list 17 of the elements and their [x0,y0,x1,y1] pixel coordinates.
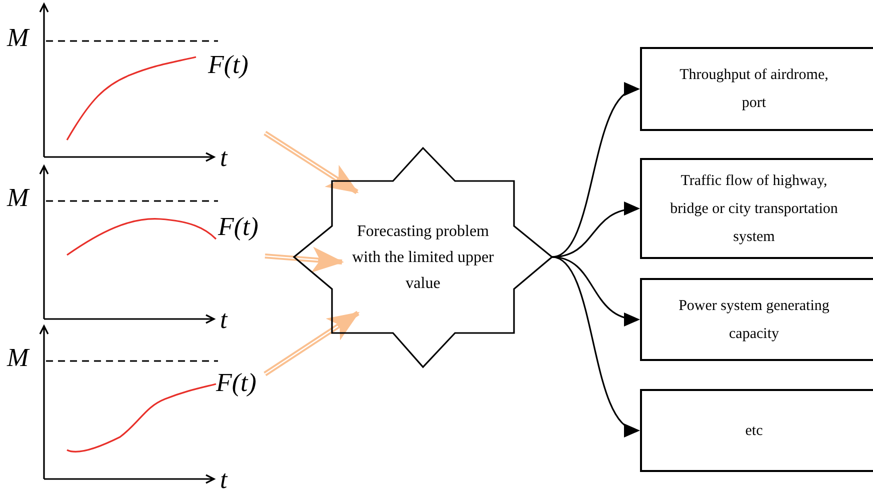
arrow [264,246,344,273]
axis-label: M [7,23,29,53]
axis-label: t [220,465,228,492]
axis-label: M [7,343,29,373]
function-label: F(t) [218,212,258,242]
node-text: Forecasting problem with the limited upper value [351,222,495,294]
process-box: Power system generating capacity [640,278,873,361]
function-label: F(t) [216,368,256,398]
arrow [264,130,359,194]
axis-label: M [7,183,29,213]
axis-label: t [220,143,228,173]
process-box: Traffic flow of highway, bridge or city transportation system [640,158,873,259]
process-box: Throughput of airdrome, port [640,47,873,131]
function-label: F(t) [208,50,248,80]
axis-label: t [220,305,228,335]
process-box: etc [640,389,873,472]
arrow [264,310,360,376]
